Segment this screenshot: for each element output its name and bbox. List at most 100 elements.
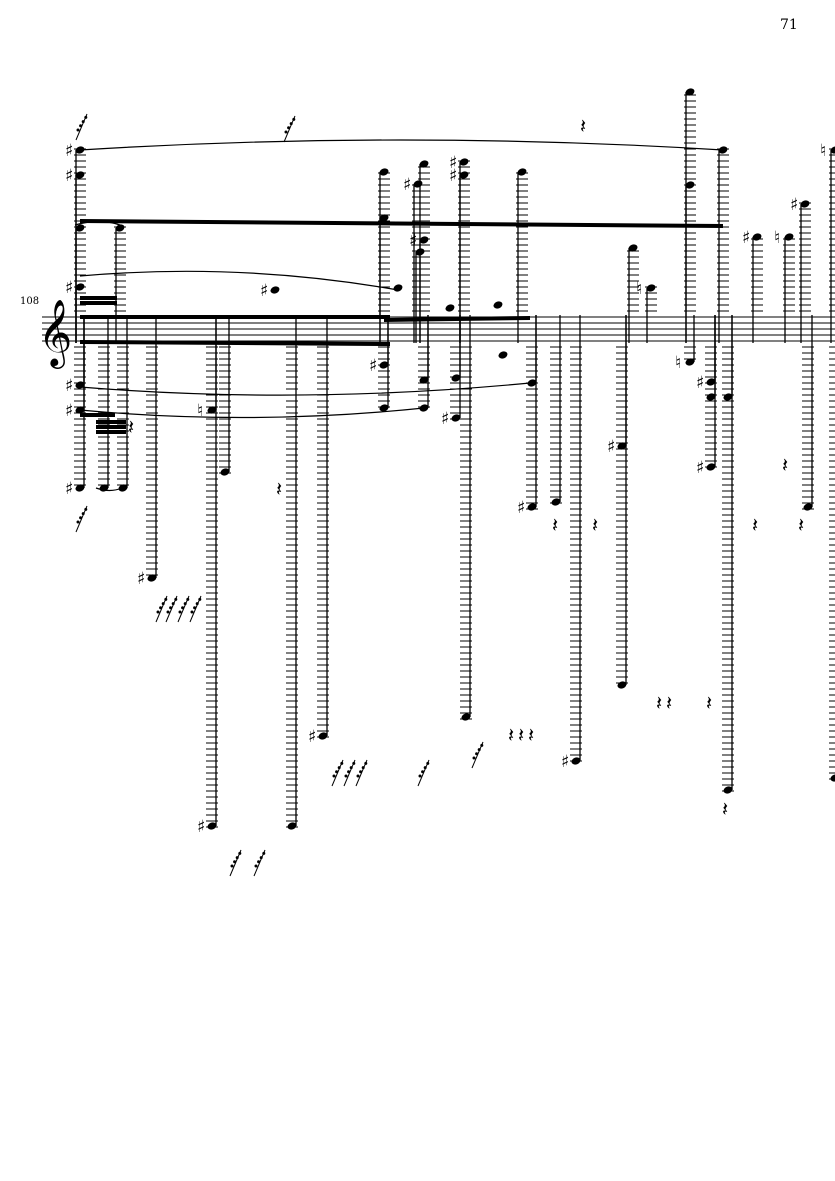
sharp-icon: ♯ [137,569,145,589]
rest-icon: 𝄽 [666,691,672,715]
treble-clef-icon: 𝄞 [38,298,72,369]
sharp-icon: ♯ [449,153,457,173]
notehead [685,358,695,366]
notehead [459,158,469,166]
notehead [270,286,280,294]
notehead [207,822,217,830]
sharp-icon: ♯ [409,231,417,251]
notehead [461,713,471,721]
rest-icon: 𝄽 [580,114,586,138]
notehead [628,244,638,252]
notehead [571,757,581,765]
grace-stem [177,595,190,623]
notehead [413,180,423,188]
rest-icon: 𝄽 [592,513,598,537]
slurs-and-ties [74,139,724,492]
rest-icon: 𝄽 [722,797,728,821]
notehead [318,732,328,740]
notehead [617,681,627,689]
beam [80,219,723,228]
notehead [723,393,733,401]
grace-stem [355,759,368,787]
grace-note [254,864,258,868]
beam [96,420,126,424]
beam [80,301,117,305]
grace-note [332,774,336,778]
notehead [207,406,217,414]
notehead [493,301,503,309]
notehead [551,498,561,506]
natural-icon: ♮ [820,141,826,161]
grace-note-groups [75,113,484,877]
grace-stem [189,595,202,623]
accidentals: ♯♯♯♯♯♯♯♮♯♮♯♮♯♯♯♯♯♮♯♯♯♯♯♯♯♮♯♯ [65,141,826,837]
sharp-icon: ♯ [517,498,525,518]
notehead [706,393,716,401]
notehead [75,484,85,492]
notehead [784,233,794,241]
notehead [379,361,389,369]
grace-note [284,130,288,134]
grace-stem [253,849,266,877]
rest-icon: 𝄽 [276,477,282,501]
sharp-icon: ♯ [65,479,73,499]
notehead [99,484,109,492]
notehead [75,406,85,414]
sharp-icon: ♯ [65,278,73,298]
beam [80,315,390,319]
sharp-icon: ♯ [197,817,205,837]
notehead [115,224,125,232]
slur [79,139,724,151]
notehead [803,503,813,511]
notehead [75,146,85,154]
sharp-icon: ♯ [403,175,411,195]
noteheads [75,88,835,830]
rest-icon: 𝄽 [518,723,524,747]
sharp-icon: ♯ [696,458,704,478]
sharp-icon: ♯ [561,752,569,772]
grace-note [472,756,476,760]
slur [79,382,531,396]
notehead [220,468,230,476]
notehead [685,88,695,96]
grace-stem [331,759,344,787]
beam [96,425,126,429]
rest-icon: 𝄽 [706,691,712,715]
sharp-icon: ♯ [441,409,449,429]
notehead [800,200,810,208]
sharp-icon: ♯ [790,195,798,215]
notehead [830,774,835,782]
sharp-icon: ♯ [260,281,268,301]
slur [79,270,399,291]
notehead [75,283,85,291]
slur [79,407,425,419]
natural-icon: ♮ [675,353,681,373]
grace-note [418,774,422,778]
notehead [419,404,429,412]
sharp-icon: ♯ [742,228,750,248]
notehead [459,171,469,179]
notehead [379,168,389,176]
notehead [527,379,537,387]
grace-stem [471,741,484,769]
rest-icon: 𝄽 [752,513,758,537]
notehead [517,168,527,176]
sharp-icon: ♯ [65,401,73,421]
notehead [527,503,537,511]
rest-icon: 𝄽 [782,453,788,477]
notehead [118,484,128,492]
grace-stem [155,595,168,623]
notehead [752,233,762,241]
notehead [685,181,695,189]
notehead [706,463,716,471]
grace-stem [229,849,242,877]
beam [80,413,115,417]
grace-note [190,610,194,614]
notehead [287,822,297,830]
beam [384,316,530,322]
notehead [75,171,85,179]
notehead [75,224,85,232]
grace-stem [343,759,356,787]
notehead [646,284,656,292]
